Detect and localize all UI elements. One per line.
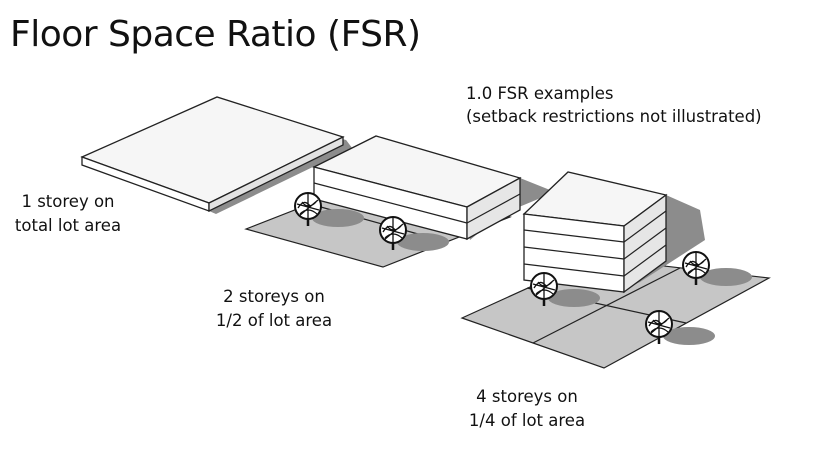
example-3-line-1: 4 storeys on — [476, 387, 578, 406]
example-2-caption: 2 storeys on 1/2 of lot area — [210, 285, 338, 333]
example-2-building — [312, 135, 555, 241]
example-1-line-2: total lot area — [14, 216, 122, 235]
example-2-line-2: 1/2 of lot area — [215, 311, 333, 330]
example-1-line-1: 1 storey on — [21, 192, 115, 211]
example-1-caption: 1 storey on total lot area — [6, 190, 130, 238]
example-3-caption: 4 storeys on 1/4 of lot area — [460, 385, 594, 433]
note-line-2: (setback restrictions not illustrated) — [466, 107, 762, 126]
page-title: Floor Space Ratio (FSR) — [10, 14, 421, 55]
example-1-building — [80, 96, 352, 214]
fsr-note: 1.0 FSR examples (setback restrictions n… — [466, 82, 762, 128]
note-line-1: 1.0 FSR examples — [466, 84, 614, 103]
example-2-line-1: 2 storeys on — [223, 287, 325, 306]
example-3-building — [522, 171, 705, 294]
example-3-line-2: 1/4 of lot area — [468, 411, 586, 430]
